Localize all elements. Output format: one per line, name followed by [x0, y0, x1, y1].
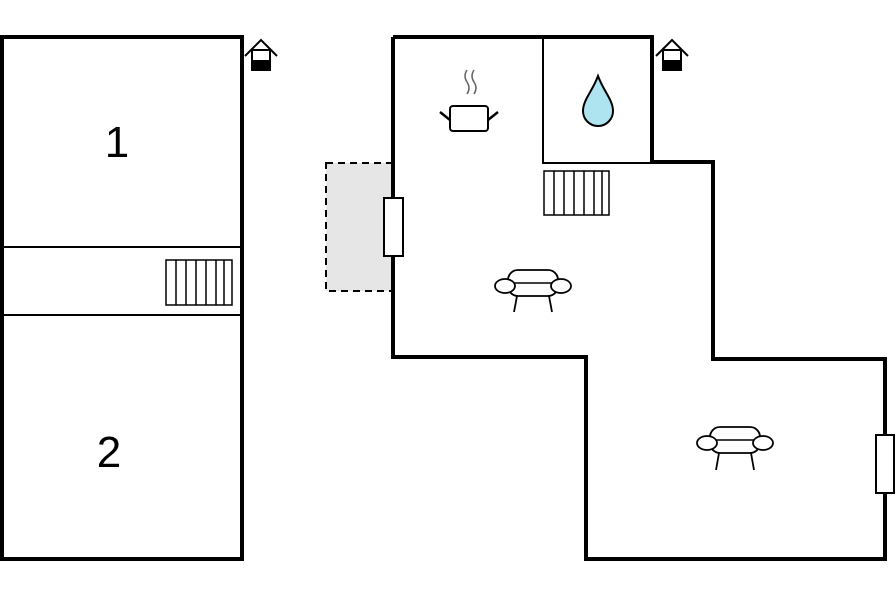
- house-entrance-icon: [244, 38, 278, 71]
- bathroom-wall: [542, 37, 652, 164]
- door-icon: [383, 197, 404, 257]
- door-icon: [875, 434, 895, 494]
- room-label-2: 2: [97, 428, 121, 477]
- upper-floor-outer-wall: [0, 35, 244, 561]
- water-drop-icon: [581, 73, 615, 127]
- terrace-area: [325, 162, 394, 292]
- ground-floor-outer-wall: [391, 35, 887, 561]
- sofa-icon: [696, 426, 774, 471]
- stairs-icon: [165, 259, 233, 306]
- stairs-icon: [543, 170, 610, 216]
- room-label-1: 1: [105, 118, 129, 167]
- house-entrance-icon: [655, 38, 689, 71]
- upper-floor-plan: 1 2: [0, 35, 278, 561]
- sofa-icon: [494, 269, 572, 313]
- ground-floor-plan: [325, 35, 895, 561]
- kitchen-pot-icon: [439, 69, 499, 132]
